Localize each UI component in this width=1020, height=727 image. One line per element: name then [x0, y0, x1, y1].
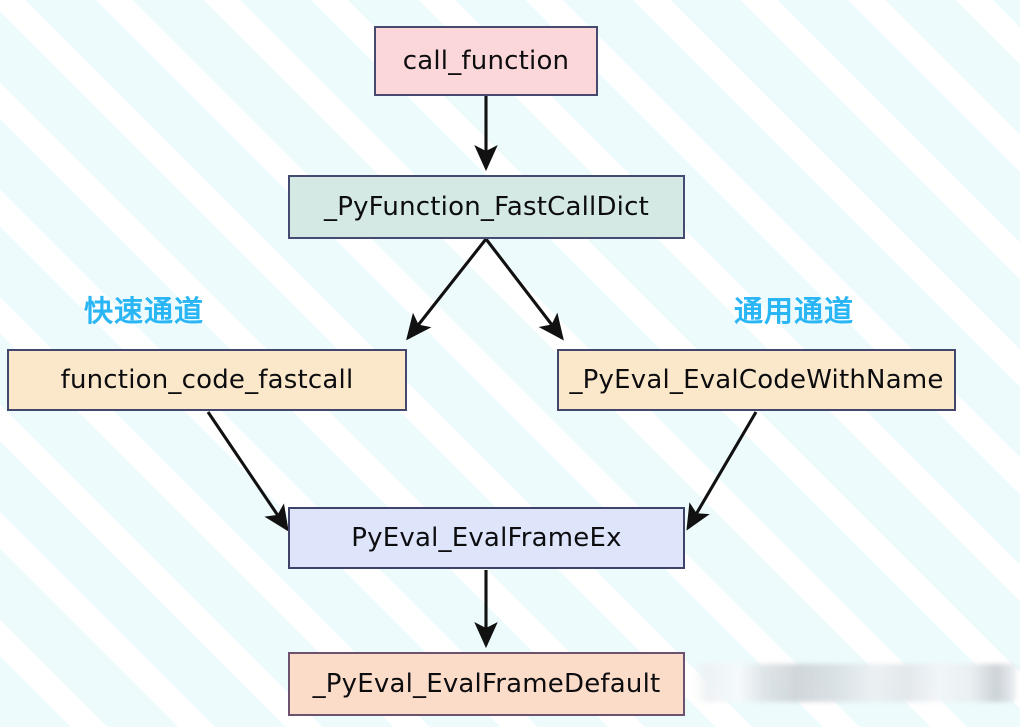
- node-pyeval-evalframedefault-label: _PyEval_EvalFrameDefault: [312, 669, 661, 699]
- node-function-code-fastcall[interactable]: function_code_fastcall: [7, 349, 407, 411]
- node-pyfunction-fastcalldict-label: _PyFunction_FastCallDict: [324, 192, 649, 222]
- node-pyeval-evalframeex[interactable]: PyEval_EvalFrameEx: [288, 507, 685, 569]
- node-pyeval-evalcodewithname-label: _PyEval_EvalCodeWithName: [569, 365, 944, 395]
- edge-evalcodewithname-to-evalframeex: [686, 411, 758, 531]
- node-pyeval-evalframedefault[interactable]: _PyEval_EvalFrameDefault: [288, 652, 685, 716]
- edge-function-code-fastcall-to-evalframeex: [206, 411, 289, 532]
- annotation-general-path: 通用通道: [734, 294, 855, 328]
- annotation-fast-path: 快速通道: [84, 294, 205, 328]
- edge-fastcalldict-to-evalcodewithname: [484, 238, 564, 341]
- node-pyfunction-fastcalldict[interactable]: _PyFunction_FastCallDict: [288, 175, 685, 239]
- edge-fastcalldict-to-function-code-fastcall: [406, 238, 488, 341]
- blurred-watermark: [694, 664, 1016, 702]
- node-pyeval-evalframeex-label: PyEval_EvalFrameEx: [351, 523, 622, 553]
- node-function-code-fastcall-label: function_code_fastcall: [60, 365, 354, 395]
- node-call-function[interactable]: call_function: [374, 26, 598, 96]
- node-pyeval-evalcodewithname[interactable]: _PyEval_EvalCodeWithName: [557, 349, 956, 411]
- node-call-function-label: call_function: [402, 46, 570, 76]
